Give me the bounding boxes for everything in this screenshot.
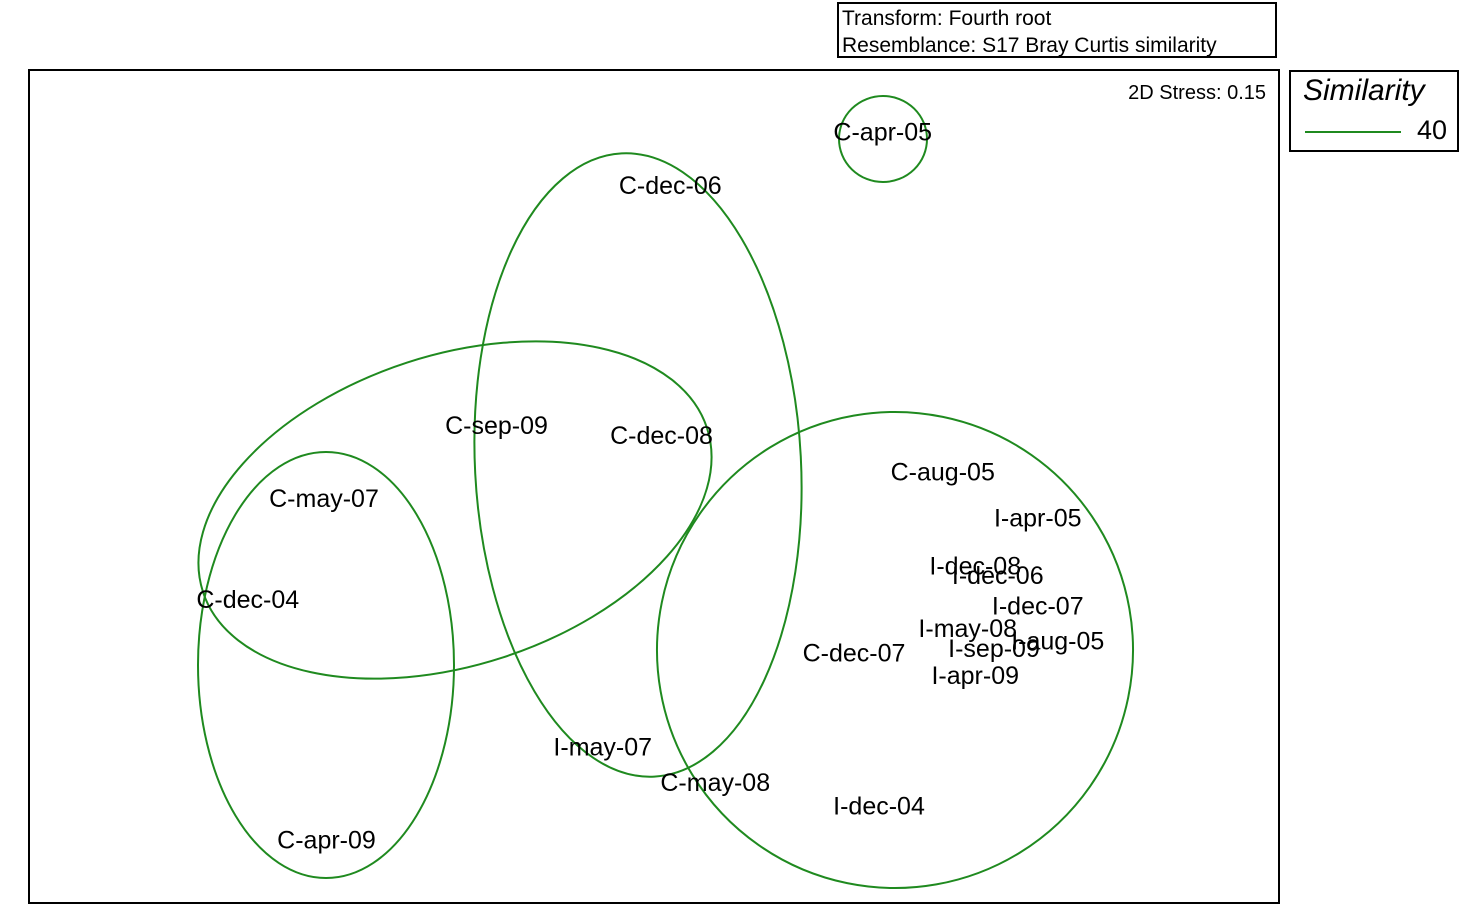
sample-label: C-may-08 [660,769,770,797]
resemblance-text: Resemblance: S17 Bray Curtis similarity [842,34,1217,57]
stress-label: 2D Stress: 0.15 [1128,82,1266,104]
plot-frame [28,69,1280,904]
sample-label: C-dec-06 [619,172,722,200]
legend-line-swatch [1305,131,1401,133]
sample-label: I-dec-06 [952,562,1044,590]
sample-label: I-dec-04 [833,793,925,821]
similarity-contour [197,451,455,879]
sample-label: I-dec-07 [992,593,1084,621]
similarity-contour [838,95,928,183]
sample-label: C-aug-05 [891,459,995,487]
similarity-contour [473,152,803,778]
transform-info-box: Transform: Fourth root Resemblance: S17 … [837,2,1277,58]
sample-label: I-apr-05 [994,504,1082,532]
similarity-contour [656,411,1134,889]
sample-label: I-aug-05 [1011,628,1104,656]
sample-label: I-may-08 [918,615,1017,643]
sample-labels: C-apr-05C-dec-06C-sep-09 C-dec-08C-may-07… [196,119,1104,855]
sample-label: I-apr-09 [931,662,1019,690]
sample-label: I-dec-08 [929,553,1021,581]
legend-title: Similarity [1303,74,1425,107]
sample-label: C-apr-05 [833,119,932,147]
sample-label: C-dec-04 [196,586,299,614]
transform-text: Transform: Fourth root [842,7,1052,30]
sample-label: C-sep-09 [445,412,548,440]
sample-label: C-dec-07 [803,639,906,667]
sample-label: I-sep-09 [948,635,1040,663]
sample-label: C-dec-08 [610,422,713,450]
sample-label: C-may-07 [269,485,379,513]
legend: Similarity 40 [1289,70,1459,152]
sample-label: C-apr-09 [277,827,376,855]
similarity-contour [197,340,713,680]
legend-entry-label: 40 [1416,115,1447,145]
sample-label: I-may-07 [553,733,652,761]
similarity-contours [197,95,1134,889]
